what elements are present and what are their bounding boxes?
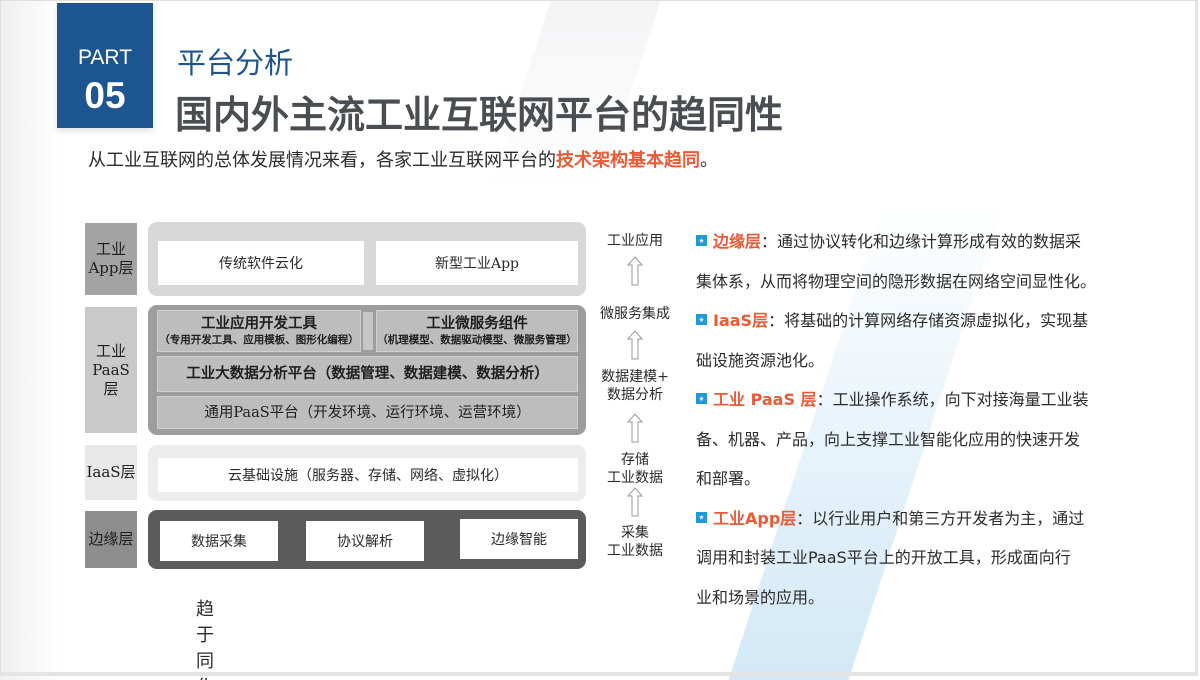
subtitle: 从工业互联网的总体发展情况来看，各家工业互联网平台的技术架构基本趋同。 — [88, 146, 718, 172]
box-title: 通用PaaS平台（开发环境、运行环境、运营环境） — [204, 404, 531, 421]
description-text: ：工业操作系统，向下对接海量工业装 — [816, 390, 1089, 409]
description-iaas-cont: 础设施资源池化。 — [696, 350, 825, 370]
part-label: PART — [77, 46, 133, 69]
label-line: 工业 — [95, 341, 126, 360]
description-paas: 工业 PaaS 层：工业操作系统，向下对接海量工业装 — [696, 380, 1126, 420]
box-subtitle: （专用开发工具、应用模板、图形化编程） — [159, 334, 359, 346]
layer-label-edge: 边缘层 — [85, 511, 137, 568]
star-bullet-icon — [696, 235, 707, 246]
star-bullet-icon — [696, 314, 707, 325]
up-arrow-icon — [626, 256, 644, 286]
box-new-industrial-app: 新型工业App — [376, 241, 578, 285]
page-title: 国内外主流工业互联网平台的趋同性 — [175, 93, 784, 137]
description-edge-cont: 集体系，从而将物理空间的隐形数据在网络空间显性化。 — [696, 271, 1097, 291]
label-line: App层 — [88, 259, 134, 277]
flow-line: 工业数据 — [607, 543, 663, 559]
box-title: 工业微服务组件 — [426, 315, 528, 332]
description-app-cont: 调用和封装工业PaaS平台上的开放工具，形成面向行 — [696, 548, 1071, 567]
flow-step-modeling-analysis: 数据建模+ 数据分析 — [595, 368, 675, 404]
flow-line: 数据建模+ — [601, 369, 669, 385]
flow-step-store-data: 存储 工业数据 — [595, 451, 675, 487]
divider — [363, 312, 373, 350]
subtitle-suffix: 。 — [700, 150, 718, 171]
box-title: 工业应用开发工具 — [201, 315, 317, 332]
box-cloud-infrastructure: 云基础设施（服务器、存储、网络、虚拟化） — [158, 458, 578, 492]
label-line: PaaS层 — [92, 360, 130, 398]
term: 工业App层 — [713, 508, 797, 528]
box-edge-intelligence: 边缘智能 — [460, 519, 578, 559]
layer-label-app: 工业 App层 — [85, 223, 137, 295]
part-badge: PART 05 — [57, 3, 153, 128]
description-text: ：以行业用户和第三方开发者为主，通过 — [796, 508, 1085, 528]
label-line: 工业 — [95, 240, 126, 258]
description-text: ：将基础的计算网络存储资源虚拟化，实现基 — [768, 311, 1089, 330]
label-line: 边缘层 — [88, 530, 134, 548]
box-general-paas: 通用PaaS平台（开发环境、运行环境、运营环境） — [157, 396, 578, 429]
box-dev-tools: 工业应用开发工具 （专用开发工具、应用模板、图形化编程） — [157, 310, 361, 352]
section-title: 平台分析 — [177, 46, 294, 80]
box-subtitle: （机理模型、数据驱动模型、微服务管理） — [377, 334, 577, 346]
flow-step-microservice-integration: 微服务集成 — [600, 306, 670, 322]
diagram-caption: 趋于同化的工业互联网平台技术架构 — [196, 599, 214, 680]
box-protocol-parsing: 协议解析 — [306, 521, 424, 561]
description-paas-cont: 和部署。 — [696, 469, 761, 488]
up-arrow-icon — [626, 413, 644, 443]
box-big-data-platform: 工业大数据分析平台（数据管理、数据建模、数据分析） — [157, 356, 578, 392]
up-arrow-icon — [626, 487, 644, 517]
background-gradient — [0, 0, 60, 680]
description-paas-cont: 备、机器、产品，向上支撑工业智能化应用的快速开发 — [696, 429, 1081, 449]
flow-line: 数据分析 — [607, 387, 663, 403]
description-app: 工业App层：以行业用户和第三方开发者为主，通过 — [696, 499, 1126, 539]
part-number: 05 — [84, 75, 126, 116]
box-title: 工业大数据分析平台（数据管理、数据建模、数据分析） — [186, 365, 549, 382]
flow-step-collect-data: 采集 工业数据 — [595, 524, 675, 560]
star-bullet-icon — [696, 393, 707, 404]
star-bullet-icon — [696, 511, 707, 523]
flow-line: 存储 — [621, 452, 649, 468]
box-data-collection: 数据采集 — [160, 521, 278, 561]
term: 边缘层 — [713, 232, 762, 251]
flow-step-industrial-app: 工业应用 — [607, 233, 663, 249]
description-text: ：通过协议转化和边缘计算形成有效的数据采 — [761, 232, 1082, 251]
subtitle-prefix: 从工业互联网的总体发展情况来看，各家工业互联网平台的 — [88, 150, 556, 171]
flow-line: 采集 — [621, 525, 649, 541]
term: 工业 PaaS 层 — [713, 390, 817, 409]
description-app-cont: 业和场景的应用。 — [696, 587, 825, 607]
layer-label-paas: 工业 PaaS层 — [85, 307, 137, 433]
box-traditional-software-cloud: 传统软件云化 — [158, 241, 364, 285]
term: IaaS层 — [713, 311, 769, 330]
box-microservices: 工业微服务组件 （机理模型、数据驱动模型、微服务管理） — [376, 310, 578, 352]
description-edge: 边缘层：通过协议转化和边缘计算形成有效的数据采 — [696, 222, 1126, 262]
description-iaas: IaaS层：将基础的计算网络存储资源虚拟化，实现基 — [696, 301, 1126, 341]
layer-label-iaas: IaaS层 — [85, 445, 137, 500]
layer-descriptions: 边缘层：通过协议转化和边缘计算形成有效的数据采 集体系，从而将物理空间的隐形数据… — [696, 222, 1126, 617]
flow-line: 工业数据 — [607, 470, 663, 486]
label-line: IaaS层 — [86, 463, 136, 481]
subtitle-highlight: 技术架构基本趋同 — [556, 150, 700, 171]
up-arrow-icon — [626, 330, 644, 360]
